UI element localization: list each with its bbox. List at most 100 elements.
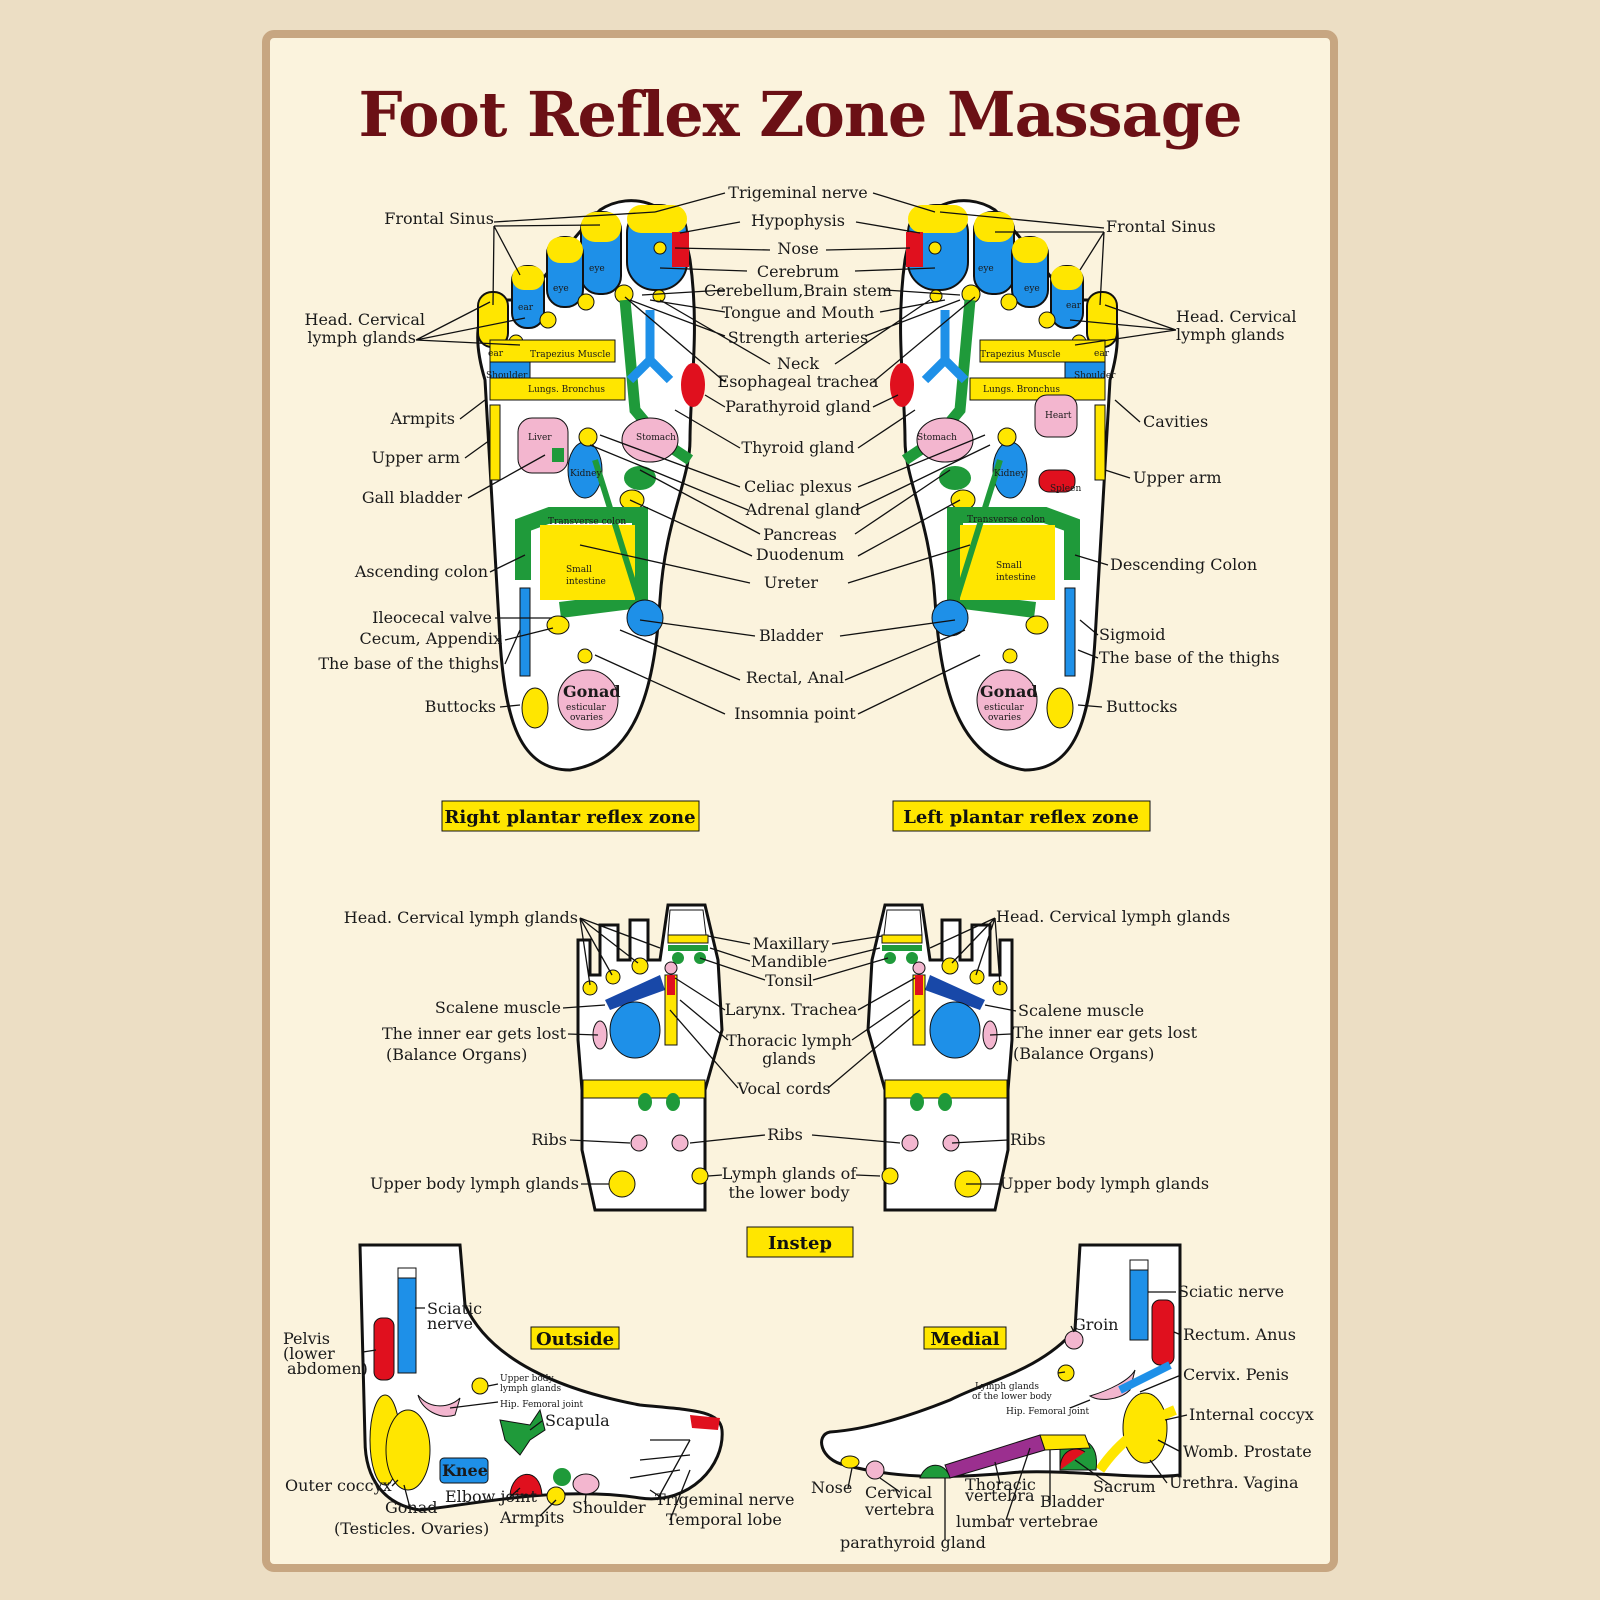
upper-arm-label: Upper arm	[1133, 468, 1222, 487]
ear-label: ear	[518, 303, 534, 313]
outside-caption: Outside	[536, 1329, 614, 1350]
gonad-label: Gonad	[980, 682, 1038, 701]
vertebra-label: vertebra	[864, 1500, 935, 1519]
outside-labels: Sciatic nerve Pelvis (lower abdomen) Upp…	[283, 1299, 794, 1538]
duodenum-label: Duodenum	[756, 545, 844, 564]
buttocks-label: Buttocks	[425, 697, 496, 716]
stomach-label: Stomach	[636, 433, 676, 443]
scapula-label: Scapula	[545, 1411, 610, 1430]
shoulder-label: Shoulder	[486, 371, 528, 381]
adrenal-label: Adrenal gland	[745, 500, 860, 519]
medial-labels: Sciatic nerve Groin Rectum. Anus Cervix.…	[811, 1282, 1314, 1552]
instep-caption-box	[746, 1226, 854, 1258]
intestine-label: intestine	[996, 573, 1036, 583]
right-plantar-caption: Right plantar reflex zone	[444, 807, 695, 828]
ear-label: ear	[488, 349, 504, 359]
outside-caption-box	[530, 1326, 620, 1350]
temporal-label: Temporal lobe	[666, 1510, 782, 1529]
poster-title: Foot Reflex Zone Massage	[358, 78, 1242, 151]
thighs-label: The base of the thighs	[318, 654, 499, 673]
shoulder-label: Shoulder	[1074, 371, 1116, 381]
left-plantar-caption-box	[892, 800, 1151, 832]
frontal-sinus-label: Frontal Sinus	[1106, 217, 1216, 236]
trigeminal-label: Trigeminal nerve	[728, 183, 867, 202]
ascending-colon-label: Ascending colon	[354, 562, 488, 581]
bladder-label: Bladder	[1040, 1492, 1104, 1511]
trigeminal-label: Trigeminal nerve	[655, 1490, 794, 1509]
kidney-label: Kidney	[994, 469, 1026, 479]
larynx-label: Larynx. Trachea	[725, 1000, 858, 1019]
medial-caption-box	[923, 1326, 1007, 1350]
inner-ear-label: The inner ear gets lost	[382, 1024, 567, 1043]
thighs-label: The base of the thighs	[1099, 648, 1280, 667]
cervical-label: Cervical	[865, 1483, 932, 1502]
eye-label: eye	[589, 264, 605, 274]
scalene-label: Scalene muscle	[1018, 1001, 1144, 1020]
upper-arm-label: Upper arm	[371, 448, 460, 467]
upper-body-lymph-label: Upper body lymph glands	[1000, 1174, 1209, 1193]
lymph-lower-label: the lower body	[728, 1183, 849, 1202]
intestine-label: intestine	[566, 577, 606, 587]
instep-caption: Instep	[768, 1233, 832, 1254]
tonsil-label: Tonsil	[765, 971, 813, 990]
tongue-label: Tongue and Mouth	[722, 303, 875, 322]
ribs-label: Ribs	[531, 1130, 567, 1149]
small-label: Small	[996, 561, 1022, 571]
pelvis-label: abdomen)	[287, 1359, 368, 1378]
scalene-label: Scalene muscle	[435, 998, 561, 1017]
cecum-label: Cecum, Appendix	[359, 629, 502, 648]
pelvis-label: Pelvis	[283, 1329, 330, 1348]
lymph-glands-label: lymph glands	[1176, 325, 1285, 344]
instep-right-foot	[576, 903, 724, 1212]
ear-label: ear	[1094, 349, 1110, 359]
lymph-label: Lymph glands	[975, 1382, 1039, 1392]
gall-bladder-label: Gall bladder	[362, 488, 462, 507]
lungs-label: Lungs. Bronchus	[528, 385, 605, 395]
pelvis-label: (lower	[283, 1344, 335, 1363]
stomach-label: Stomach	[917, 433, 957, 443]
nose-label: Nose	[777, 239, 818, 258]
medial-foot	[820, 1243, 1182, 1480]
right-plantar-foot	[476, 199, 705, 772]
rectum-label: Rectum. Anus	[1183, 1325, 1296, 1344]
parathyroid-label: Parathyroid gland	[725, 397, 871, 416]
thoracic-label: Thoracic	[965, 1475, 1036, 1494]
instep-left-foot	[866, 903, 1014, 1212]
eye-label: eye	[1024, 284, 1040, 294]
ear-label: ear	[1066, 301, 1082, 311]
vocal-cords-label: Vocal cords	[736, 1079, 830, 1098]
gonad-sub-label: ovaries	[988, 713, 1021, 723]
rectal-label: Rectal, Anal	[746, 668, 844, 687]
inner-ear-label: The inner ear gets lost	[1013, 1023, 1198, 1042]
hip-label: Hip. Femoral joint	[1006, 1407, 1090, 1417]
hip-label: Hip. Femoral joint	[500, 1400, 584, 1410]
testicles-label: (Testicles. Ovaries)	[334, 1519, 489, 1538]
bladder-label: Bladder	[759, 626, 823, 645]
strength-label: Strength arteries	[728, 328, 868, 347]
balance-label: (Balance Organs)	[386, 1045, 527, 1064]
ribs-label: Ribs	[1010, 1130, 1046, 1149]
kidney-label: Kidney	[570, 469, 602, 479]
trapezius-label: Trapezius Muscle	[980, 350, 1061, 360]
lymph-lower-label: Lymph glands of	[722, 1164, 858, 1183]
left-plantar-caption: Left plantar reflex zone	[903, 807, 1139, 828]
plantar-center-labels: Trigeminal nerve Hypophysis Nose Cerebru…	[579, 183, 991, 723]
head-cervical-label: Head. Cervical lymph glands	[344, 908, 578, 927]
small-label: Small	[566, 565, 592, 575]
shoulder-label: Shoulder	[572, 1498, 646, 1517]
right-foot-side-labels: Frontal Sinus Head. Cervical lymph gland…	[304, 209, 656, 716]
insomnia-label: Insomnia point	[734, 704, 856, 723]
gonad-sub-label: ovaries	[570, 713, 603, 723]
cerebrum-label: Cerebrum	[757, 262, 839, 281]
upper-body-label: Upper body	[500, 1374, 555, 1384]
nose-label: Nose	[811, 1478, 852, 1497]
head-cervical-label: Head. Cervical lymph glands	[996, 907, 1230, 926]
liver-label: Liver	[528, 433, 552, 443]
groin-label: Groin	[1073, 1315, 1118, 1334]
armpits-label: Armpits	[499, 1508, 564, 1527]
cavities-label: Cavities	[1143, 412, 1208, 431]
thoracic-glands-label: glands	[762, 1049, 816, 1068]
lungs-label: Lungs. Bronchus	[983, 385, 1060, 395]
vertebra-label: vertebra	[964, 1486, 1035, 1505]
